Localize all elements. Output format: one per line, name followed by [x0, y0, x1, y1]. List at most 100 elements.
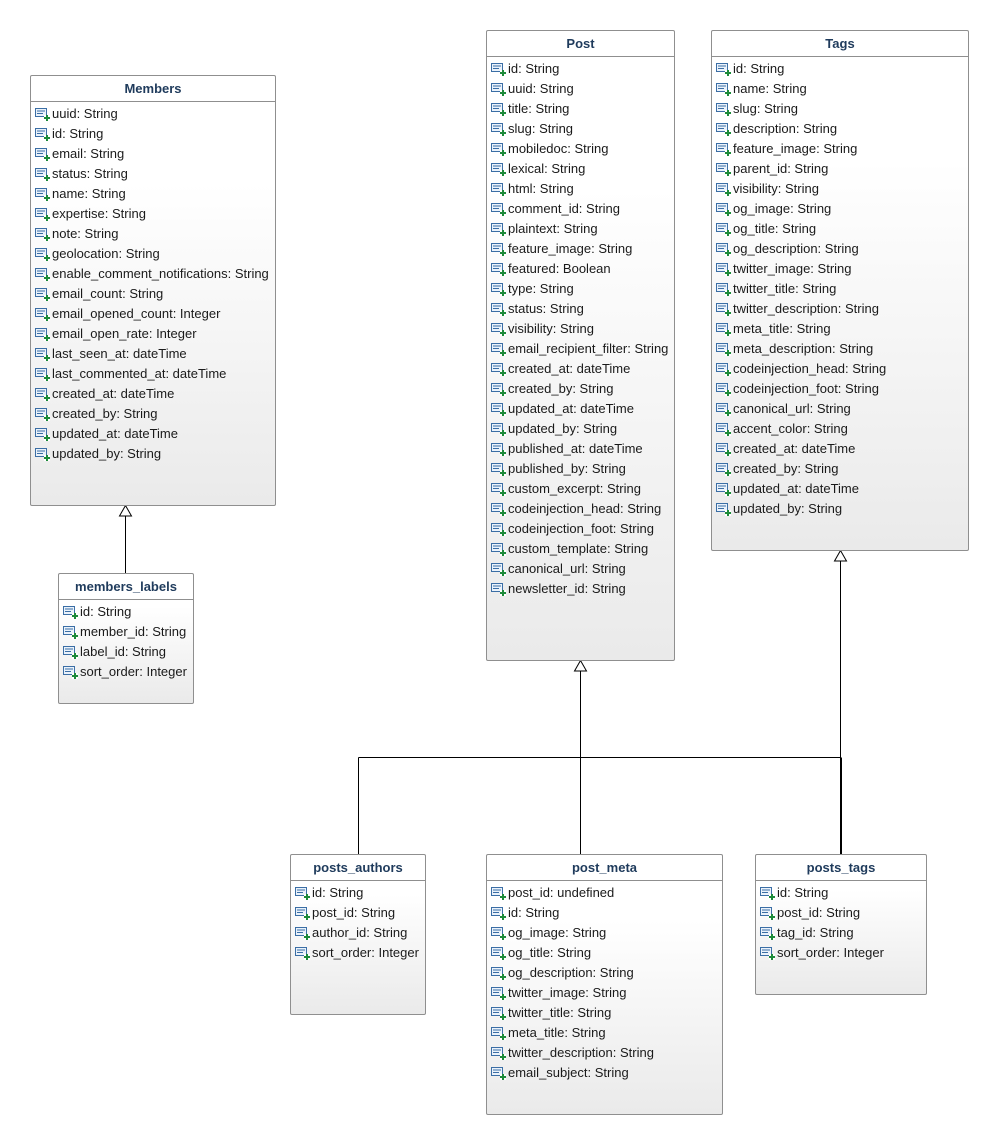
- class-attribute[interactable]: id: String: [291, 883, 425, 903]
- class-attribute[interactable]: status: String: [487, 299, 674, 319]
- class-attribute[interactable]: created_at: dateTime: [487, 359, 674, 379]
- class-attribute[interactable]: geolocation: String: [31, 244, 275, 264]
- class-attribute[interactable]: email_open_rate: Integer: [31, 324, 275, 344]
- class-attribute[interactable]: slug: String: [487, 119, 674, 139]
- class-attribute[interactable]: twitter_image: String: [487, 983, 722, 1003]
- class-attribute[interactable]: email_opened_count: Integer: [31, 304, 275, 324]
- class-attribute[interactable]: canonical_url: String: [712, 399, 968, 419]
- class-attribute[interactable]: expertise: String: [31, 204, 275, 224]
- class-attribute[interactable]: email_recipient_filter: String: [487, 339, 674, 359]
- class-attribute[interactable]: parent_id: String: [712, 159, 968, 179]
- class-attribute[interactable]: email_count: String: [31, 284, 275, 304]
- class-attribute[interactable]: name: String: [31, 184, 275, 204]
- class-attribute[interactable]: og_description: String: [712, 239, 968, 259]
- class-attribute[interactable]: twitter_description: String: [712, 299, 968, 319]
- class-attribute[interactable]: id: String: [31, 124, 275, 144]
- class-attribute[interactable]: feature_image: String: [712, 139, 968, 159]
- class-attribute[interactable]: uuid: String: [487, 79, 674, 99]
- class-attribute[interactable]: published_by: String: [487, 459, 674, 479]
- class-attribute[interactable]: canonical_url: String: [487, 559, 674, 579]
- class-attribute[interactable]: newsletter_id: String: [487, 579, 674, 599]
- class-attribute[interactable]: created_at: dateTime: [31, 384, 275, 404]
- class-attribute[interactable]: custom_excerpt: String: [487, 479, 674, 499]
- class-attribute[interactable]: codeinjection_head: String: [712, 359, 968, 379]
- class-attribute[interactable]: html: String: [487, 179, 674, 199]
- class-attribute[interactable]: updated_at: dateTime: [487, 399, 674, 419]
- class-attribute[interactable]: codeinjection_foot: String: [487, 519, 674, 539]
- class-attribute[interactable]: created_by: String: [712, 459, 968, 479]
- class-attribute[interactable]: comment_id: String: [487, 199, 674, 219]
- class-attribute[interactable]: twitter_image: String: [712, 259, 968, 279]
- class-attribute[interactable]: og_description: String: [487, 963, 722, 983]
- class-attribute[interactable]: last_commented_at: dateTime: [31, 364, 275, 384]
- class-attribute[interactable]: uuid: String: [31, 104, 275, 124]
- class-attribute[interactable]: name: String: [712, 79, 968, 99]
- class-attribute[interactable]: email_subject: String: [487, 1063, 722, 1083]
- class-attribute[interactable]: lexical: String: [487, 159, 674, 179]
- class-attribute[interactable]: meta_title: String: [487, 1023, 722, 1043]
- class-attribute[interactable]: type: String: [487, 279, 674, 299]
- class-attribute[interactable]: updated_by: String: [31, 444, 275, 464]
- class-attribute[interactable]: featured: Boolean: [487, 259, 674, 279]
- class-attribute[interactable]: description: String: [712, 119, 968, 139]
- class-attribute[interactable]: post_id: String: [291, 903, 425, 923]
- class-attribute[interactable]: slug: String: [712, 99, 968, 119]
- attribute-add-icon: [716, 81, 731, 97]
- class-attribute[interactable]: twitter_title: String: [712, 279, 968, 299]
- class-attribute[interactable]: mobiledoc: String: [487, 139, 674, 159]
- class-attribute[interactable]: label_id: String: [59, 642, 193, 662]
- class-attribute[interactable]: status: String: [31, 164, 275, 184]
- class-attribute[interactable]: meta_description: String: [712, 339, 968, 359]
- class-attribute[interactable]: og_title: String: [712, 219, 968, 239]
- class-attribute[interactable]: published_at: dateTime: [487, 439, 674, 459]
- class-attribute[interactable]: codeinjection_head: String: [487, 499, 674, 519]
- class-attribute[interactable]: og_image: String: [712, 199, 968, 219]
- class-attribute[interactable]: member_id: String: [59, 622, 193, 642]
- class-attribute[interactable]: last_seen_at: dateTime: [31, 344, 275, 364]
- class-attribute[interactable]: twitter_title: String: [487, 1003, 722, 1023]
- class-attribute[interactable]: note: String: [31, 224, 275, 244]
- class-attribute[interactable]: twitter_description: String: [487, 1043, 722, 1063]
- class-attribute[interactable]: email: String: [31, 144, 275, 164]
- class-attribute[interactable]: custom_template: String: [487, 539, 674, 559]
- class-attribute[interactable]: post_id: undefined: [487, 883, 722, 903]
- class-attribute[interactable]: created_at: dateTime: [712, 439, 968, 459]
- class-attribute[interactable]: id: String: [712, 59, 968, 79]
- class-attribute[interactable]: og_title: String: [487, 943, 722, 963]
- class-attribute[interactable]: feature_image: String: [487, 239, 674, 259]
- class-attribute[interactable]: id: String: [59, 602, 193, 622]
- class-attribute[interactable]: author_id: String: [291, 923, 425, 943]
- class-attribute[interactable]: visibility: String: [712, 179, 968, 199]
- class-attribute[interactable]: tag_id: String: [756, 923, 926, 943]
- class-attribute[interactable]: updated_by: String: [487, 419, 674, 439]
- class-attribute[interactable]: accent_color: String: [712, 419, 968, 439]
- class-attribute[interactable]: codeinjection_foot: String: [712, 379, 968, 399]
- class-attribute[interactable]: sort_order: Integer: [59, 662, 193, 682]
- class-attribute[interactable]: sort_order: Integer: [756, 943, 926, 963]
- attribute-text: og_description: String: [733, 241, 859, 256]
- class-attribute[interactable]: plaintext: String: [487, 219, 674, 239]
- class-attribute[interactable]: sort_order: Integer: [291, 943, 425, 963]
- class-attribute[interactable]: updated_at: dateTime: [31, 424, 275, 444]
- class-attribute[interactable]: updated_by: String: [712, 499, 968, 519]
- class-attribute[interactable]: id: String: [487, 59, 674, 79]
- class-attribute[interactable]: title: String: [487, 99, 674, 119]
- class-attribute[interactable]: enable_comment_notifications: String: [31, 264, 275, 284]
- class-attribute[interactable]: created_by: String: [487, 379, 674, 399]
- class-attribute[interactable]: og_image: String: [487, 923, 722, 943]
- class-attribute[interactable]: created_by: String: [31, 404, 275, 424]
- class-attribute[interactable]: updated_at: dateTime: [712, 479, 968, 499]
- class-attribute[interactable]: id: String: [756, 883, 926, 903]
- class-attribute[interactable]: visibility: String: [487, 319, 674, 339]
- class-attribute[interactable]: id: String: [487, 903, 722, 923]
- class-attribute[interactable]: post_id: String: [756, 903, 926, 923]
- class-attribute[interactable]: meta_title: String: [712, 319, 968, 339]
